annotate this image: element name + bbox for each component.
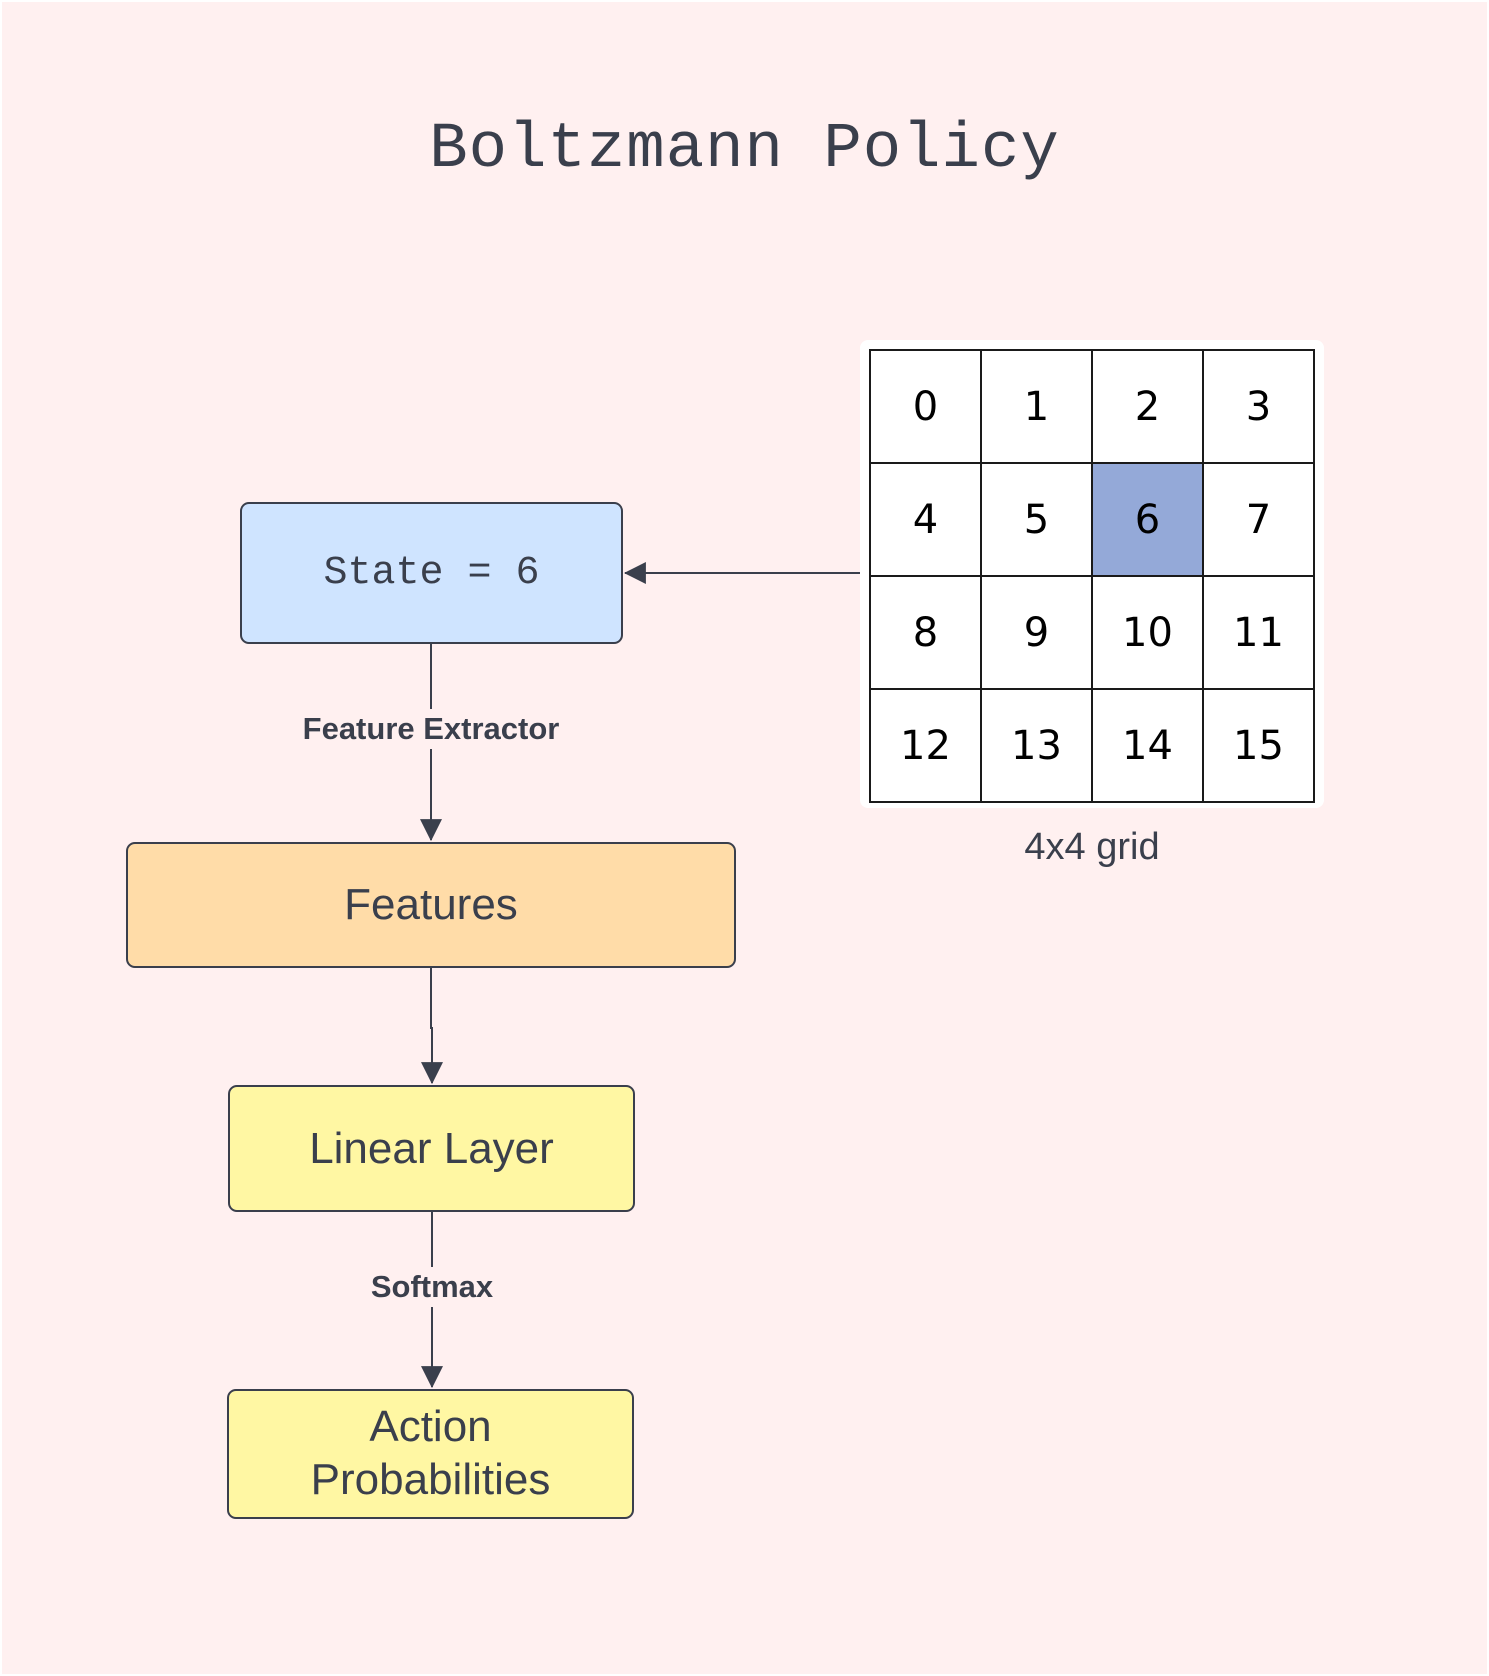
grid-cell: 9 <box>982 577 1093 690</box>
diagram-title: Boltzmann Policy <box>429 114 1060 186</box>
linear-layer-node-label: Linear Layer <box>309 1123 554 1173</box>
grid-cell-current-state: 6 <box>1093 464 1204 577</box>
arrow-features-to-linear <box>421 968 443 1085</box>
softmax-label: Softmax <box>366 1267 498 1307</box>
linear-layer-node: Linear Layer <box>228 1085 635 1212</box>
grid-cell: 5 <box>982 464 1093 577</box>
grid-cell: 13 <box>982 690 1093 803</box>
features-node: Features <box>126 842 736 968</box>
state-node-label: State = 6 <box>323 550 540 596</box>
grid-cell: 3 <box>1204 351 1315 464</box>
grid-cell: 4 <box>871 464 982 577</box>
grid-cell: 1 <box>982 351 1093 464</box>
grid-cell: 2 <box>1093 351 1204 464</box>
state-node: State = 6 <box>240 502 623 644</box>
features-node-label: Features <box>344 880 518 929</box>
grid-cell: 0 <box>871 351 982 464</box>
grid-cell: 12 <box>871 690 982 803</box>
action-probabilities-node: Action Probabilities <box>227 1389 634 1519</box>
grid-cell: 14 <box>1093 690 1204 803</box>
grid-cell: 10 <box>1093 577 1204 690</box>
grid-cell: 15 <box>1204 690 1315 803</box>
grid-cell: 11 <box>1204 577 1315 690</box>
grid-caption: 4x4 grid <box>1024 826 1160 868</box>
grid-cell: 7 <box>1204 464 1315 577</box>
action-probabilities-node-label: Action Probabilities <box>310 1402 551 1504</box>
feature-extractor-label: Feature Extractor <box>298 709 564 749</box>
grid-cell: 8 <box>871 577 982 690</box>
